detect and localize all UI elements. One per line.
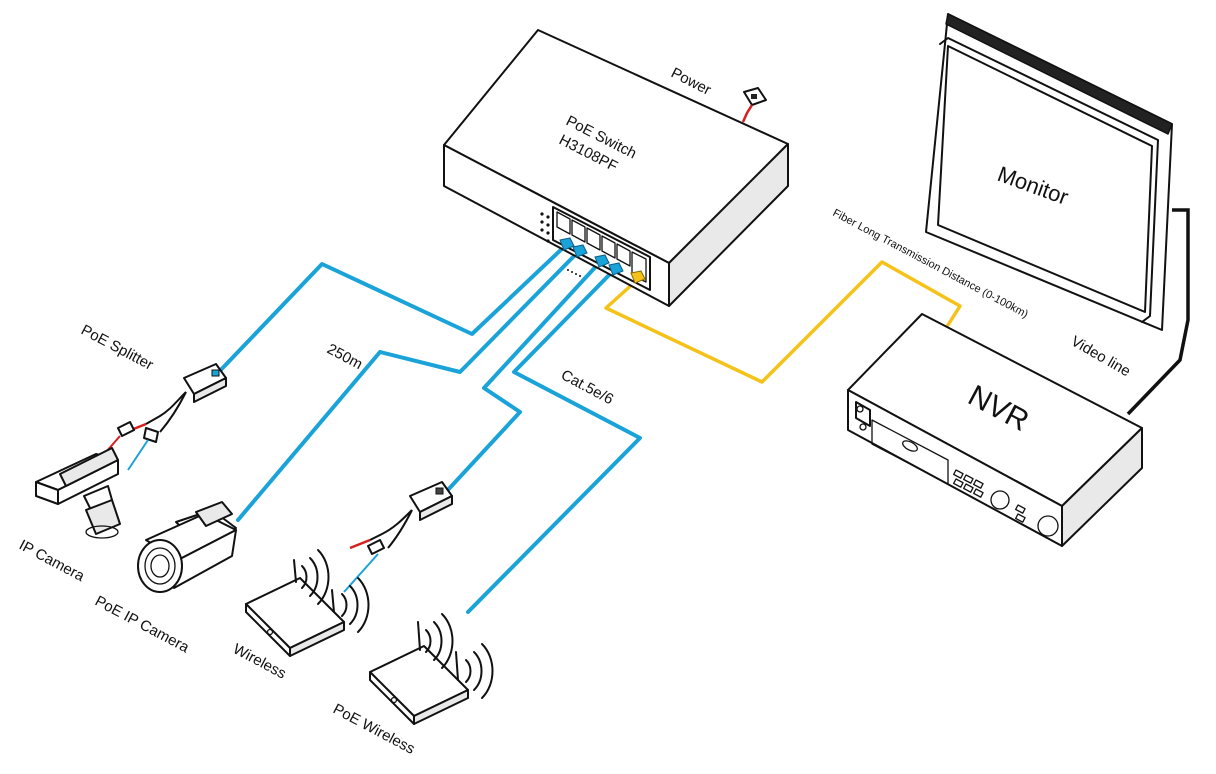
cable-switch-to-poe-wireless [466, 268, 642, 614]
nvr-recorder-icon: NVR [847, 313, 1143, 547]
cable-switch-to-wireless [444, 260, 602, 494]
video-cable [1126, 208, 1190, 416]
wireless-ap-icon [245, 549, 370, 657]
poe-splitter-icon [105, 363, 227, 471]
fiber-cable [604, 260, 962, 384]
poe-ip-camera-icon [137, 501, 237, 593]
poe-splitter-label: PoE Splitter [78, 322, 156, 374]
cables [213, 243, 962, 614]
monitor-icon: Monitor [925, 13, 1190, 416]
power-cable [741, 104, 754, 123]
poe-wireless-ap-icon [369, 613, 494, 725]
cable-switch-to-poe-camera [236, 250, 580, 522]
video-line-label: Video line [1068, 333, 1133, 381]
poe-switch-icon: PoE Switch H3108PF [443, 29, 789, 307]
poe-ip-camera-label: PoE IP Camera [92, 593, 192, 657]
plug-fiber [630, 270, 646, 284]
plug-1 [559, 237, 575, 251]
power-outlet-icon [741, 87, 767, 123]
ip-camera-icon [35, 447, 121, 539]
cable-switch-to-splitter [213, 243, 568, 378]
plug-4 [608, 262, 624, 276]
plug-2 [572, 244, 588, 258]
distance-label: 250m [324, 341, 365, 374]
wireless-splitter-icon [343, 481, 453, 593]
plug-3 [594, 254, 610, 268]
ip-camera-label: IP Camera [16, 537, 88, 586]
